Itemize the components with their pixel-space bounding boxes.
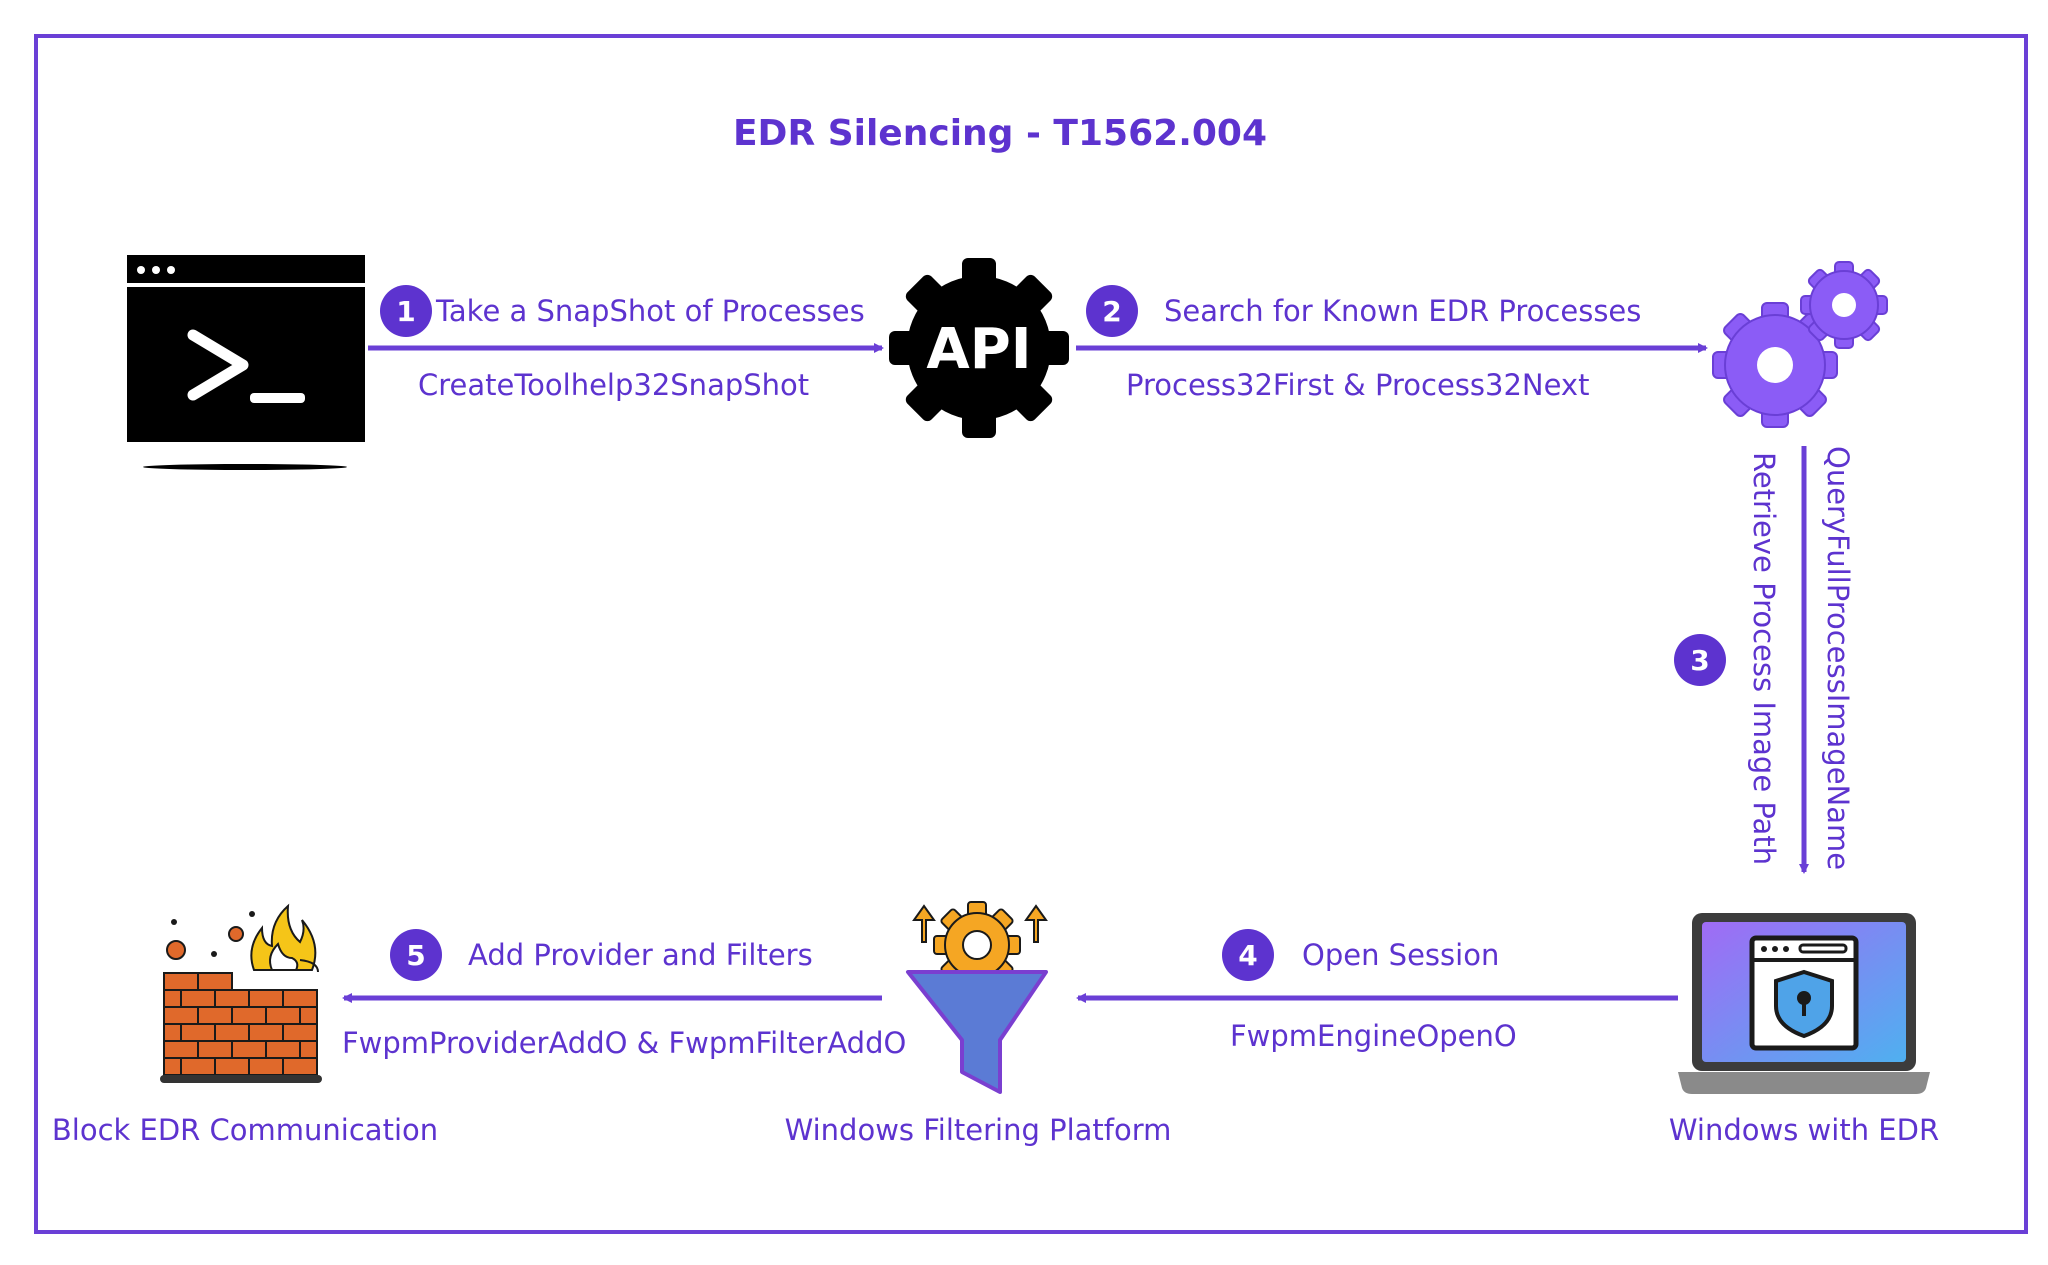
step-3-api: QueryFullProcessImageName: [1821, 446, 1855, 870]
api-gear-icon: API: [889, 258, 1069, 438]
caption-windows-edr: Windows with EDR: [1669, 1113, 1939, 1147]
step-5-number: 5: [406, 939, 425, 972]
diagram-title: EDR Silencing - T1562.004: [733, 113, 1267, 154]
step-1-badge: [380, 285, 432, 337]
step-1-number: 1: [396, 295, 415, 328]
api-label: API: [926, 317, 1031, 382]
step-2-api: Process32First & Process32Next: [1126, 368, 1589, 402]
laptop-shield-icon: [1678, 913, 1930, 1094]
step-5-label: Add Provider and Filters: [468, 938, 813, 972]
step-3-number: 3: [1690, 644, 1709, 677]
caption-block-edr: Block EDR Communication: [52, 1113, 438, 1147]
step-4-number: 4: [1238, 939, 1257, 972]
step-4-api: FwpmEngineOpenO: [1230, 1019, 1517, 1053]
step-3-label: Retrieve Process Image Path: [1747, 452, 1781, 865]
gears-icon: [1712, 261, 1888, 428]
firewall-icon: [160, 903, 322, 1083]
terminal-icon: [127, 255, 365, 470]
caption-wfp: Windows Filtering Platform: [785, 1113, 1172, 1147]
step-4-label: Open Session: [1302, 938, 1499, 972]
step-1-label: Take a SnapShot of Processes: [435, 294, 865, 328]
step-2-label: Search for Known EDR Processes: [1164, 294, 1641, 328]
step-5-badge: [390, 929, 442, 981]
step-5-api: FwpmProviderAddO & FwpmFilterAddO: [342, 1026, 906, 1060]
funnel-gear-icon: [906, 901, 1048, 1094]
step-4-badge: [1222, 929, 1274, 981]
step-1-api: CreateToolhelp32SnapShot: [418, 368, 809, 402]
step-3-badge: [1674, 634, 1726, 686]
step-2-badge: [1086, 285, 1138, 337]
diagram-frame: [34, 34, 2028, 1234]
step-2-number: 2: [1102, 295, 1121, 328]
